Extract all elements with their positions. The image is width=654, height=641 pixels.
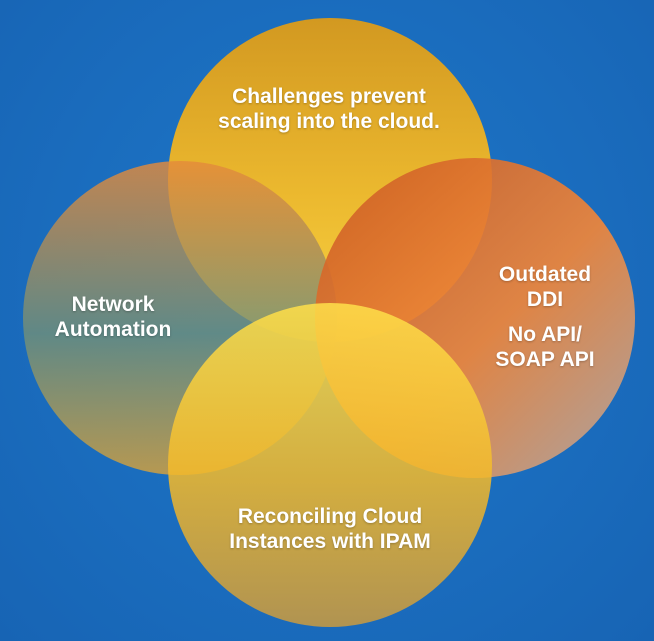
label-right-gap: [470, 312, 620, 322]
label-bottom-line-2: Instances with IPAM: [229, 530, 431, 553]
label-left-line-2: Automation: [54, 318, 172, 341]
circle-bottom: [168, 303, 492, 627]
label-top-line-2: scaling into the cloud.: [218, 110, 440, 133]
label-top-line-1: Challenges prevent: [232, 85, 426, 108]
label-challenges: Challenges prevent scaling into the clou…: [195, 84, 463, 134]
label-right-subline-1: No API/: [508, 323, 582, 346]
label-right-subline-2: SOAP API: [495, 348, 595, 371]
label-bottom-line-1: Reconciling Cloud: [237, 505, 423, 528]
label-left-line-1: Network: [71, 293, 155, 316]
label-right-line-2: DDI: [526, 288, 564, 311]
label-outdated-ddi: Outdated DDI No API/ SOAP API: [470, 262, 620, 372]
label-reconciling: Reconciling Cloud Instances with IPAM: [190, 504, 470, 554]
label-right-line-1: Outdated: [498, 263, 592, 286]
label-network-automation: Network Automation: [38, 292, 188, 342]
